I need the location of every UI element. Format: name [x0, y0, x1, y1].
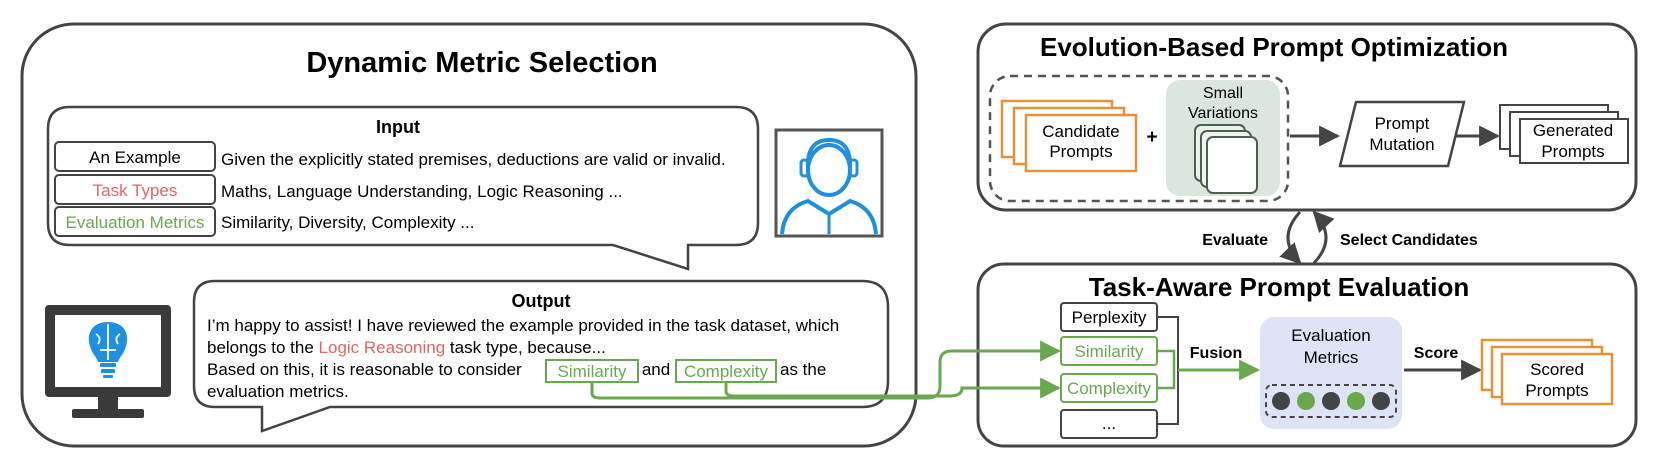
- metric-perplexity: Perplexity: [1060, 302, 1158, 332]
- metric-similarity: Similarity: [1060, 336, 1158, 366]
- evaluate-arrow: [1279, 210, 1302, 265]
- input-row-example: An Example Given the explicitly stated p…: [54, 141, 726, 172]
- output-logic-reasoning: Logic Reasoning: [319, 338, 446, 357]
- select-candidates-arrow: [1312, 210, 1335, 265]
- label-task-types: Task Types: [93, 181, 178, 200]
- prompt-mutation-box: Prompt Mutation: [1338, 100, 1466, 168]
- evaluate-label: Evaluate: [1202, 232, 1268, 249]
- generated-prompts-label-1: Generated: [1533, 121, 1613, 140]
- score-label: Score: [1414, 345, 1459, 362]
- input-row-task-types: Task Types Maths, Language Understanding…: [54, 174, 623, 205]
- output-line-3-mid: and: [642, 360, 670, 379]
- fusion-label: Fusion: [1190, 345, 1242, 362]
- output-line-2: belongs to the Logic Reasoning task type…: [207, 338, 606, 357]
- tag-complexity: Complexity: [684, 362, 769, 381]
- panel-connectors: Evaluate Select Candidates: [1202, 210, 1478, 265]
- evolution-optimization-panel: Evolution-Based Prompt Optimization Cand…: [976, 22, 1638, 212]
- plus-sign: +: [1146, 127, 1157, 148]
- example-text: Given the explicitly stated premises, de…: [221, 150, 726, 169]
- candidate-group-dashed: [988, 74, 1290, 203]
- output-line-4: evaluation metrics.: [207, 382, 349, 401]
- scored-prompts-stack: Scored Prompts: [1480, 338, 1614, 406]
- output-line-2-post: task type, because...: [450, 338, 606, 357]
- output-bubble: Output I’m happy to assist! I have revie…: [192, 279, 890, 433]
- candidate-prompts-label-1: Candidate: [1042, 122, 1120, 141]
- evaluation-metrics-label-1: Evaluation: [1291, 326, 1370, 345]
- label-evaluation-metrics: Evaluation Metrics: [66, 213, 205, 232]
- dynamic-metric-selection-panel: Dynamic Metric Selection Input An Exampl…: [20, 22, 918, 448]
- candidate-prompts-stack: Candidate Prompts: [1000, 99, 1138, 173]
- metric-complexity: Complexity: [1060, 373, 1158, 403]
- generated-prompts-label-2: Prompts: [1541, 142, 1604, 161]
- prompt-mutation-label-2: Mutation: [1369, 135, 1434, 154]
- metric-perplexity-label: Perplexity: [1072, 308, 1147, 327]
- input-row-evaluation-metrics: Evaluation Metrics Similarity, Diversity…: [54, 206, 474, 237]
- output-line-1: I’m happy to assist! I have reviewed the…: [207, 316, 839, 335]
- metric-complexity-label: Complexity: [1067, 379, 1152, 398]
- metric-ellipsis-label: ...: [1102, 414, 1116, 433]
- complexity-flow-arrow: [724, 377, 1062, 399]
- select-candidates-label: Select Candidates: [1340, 232, 1478, 249]
- tag-similarity: Similarity: [558, 362, 627, 381]
- label-an-example: An Example: [89, 148, 181, 167]
- candidate-prompts-label-2: Prompts: [1049, 142, 1112, 161]
- metric-dot-2: [1297, 392, 1315, 410]
- metric-bracket-green: [1157, 349, 1176, 390]
- scored-prompts-label-1: Scored: [1530, 360, 1584, 379]
- generated-prompts-stack: Generated Prompts: [1499, 104, 1629, 164]
- metric-dot-3: [1322, 392, 1340, 410]
- metric-dot-1: [1272, 392, 1290, 410]
- small-variations-label-1: Small: [1203, 85, 1243, 102]
- green-flow-arrows: [590, 340, 1062, 400]
- panel-title-task-aware: Task-Aware Prompt Evaluation: [1089, 272, 1469, 302]
- output-line-3-post: as the: [780, 360, 826, 379]
- evaluation-metrics-text: Similarity, Diversity, Complexity ...: [221, 213, 474, 232]
- prompt-mutation-label-1: Prompt: [1375, 114, 1430, 133]
- user-avatar-icon: [774, 128, 884, 238]
- evaluation-metrics-label-2: Metrics: [1304, 348, 1359, 367]
- small-variations-box: Small Variations: [1166, 80, 1280, 196]
- task-types-text: Maths, Language Understanding, Logic Rea…: [221, 182, 623, 201]
- metric-similarity-label: Similarity: [1075, 342, 1144, 361]
- small-variations-label-2: Variations: [1188, 105, 1258, 122]
- metric-ellipsis: ...: [1060, 409, 1158, 439]
- panel-title-dynamic-metric-selection: Dynamic Metric Selection: [306, 47, 657, 79]
- task-aware-evaluation-panel: Task-Aware Prompt Evaluation Perplexity …: [976, 262, 1638, 448]
- metric-dot-5: [1372, 392, 1390, 410]
- computer-brain-icon: [45, 305, 171, 418]
- panel-title-evolution: Evolution-Based Prompt Optimization: [1040, 32, 1508, 62]
- output-line-2-pre: belongs to the: [207, 338, 319, 357]
- output-bubble-title: Output: [512, 291, 571, 311]
- metric-dot-4: [1347, 392, 1365, 410]
- output-line-3-pre: Based on this, it is reasonable to consi…: [207, 360, 522, 379]
- input-bubble-title: Input: [376, 117, 420, 137]
- evaluation-metrics-box: Evaluation Metrics: [1260, 317, 1402, 429]
- input-bubble: Input An Example Given the explicitly st…: [46, 105, 760, 271]
- scored-prompts-label-2: Prompts: [1525, 381, 1588, 400]
